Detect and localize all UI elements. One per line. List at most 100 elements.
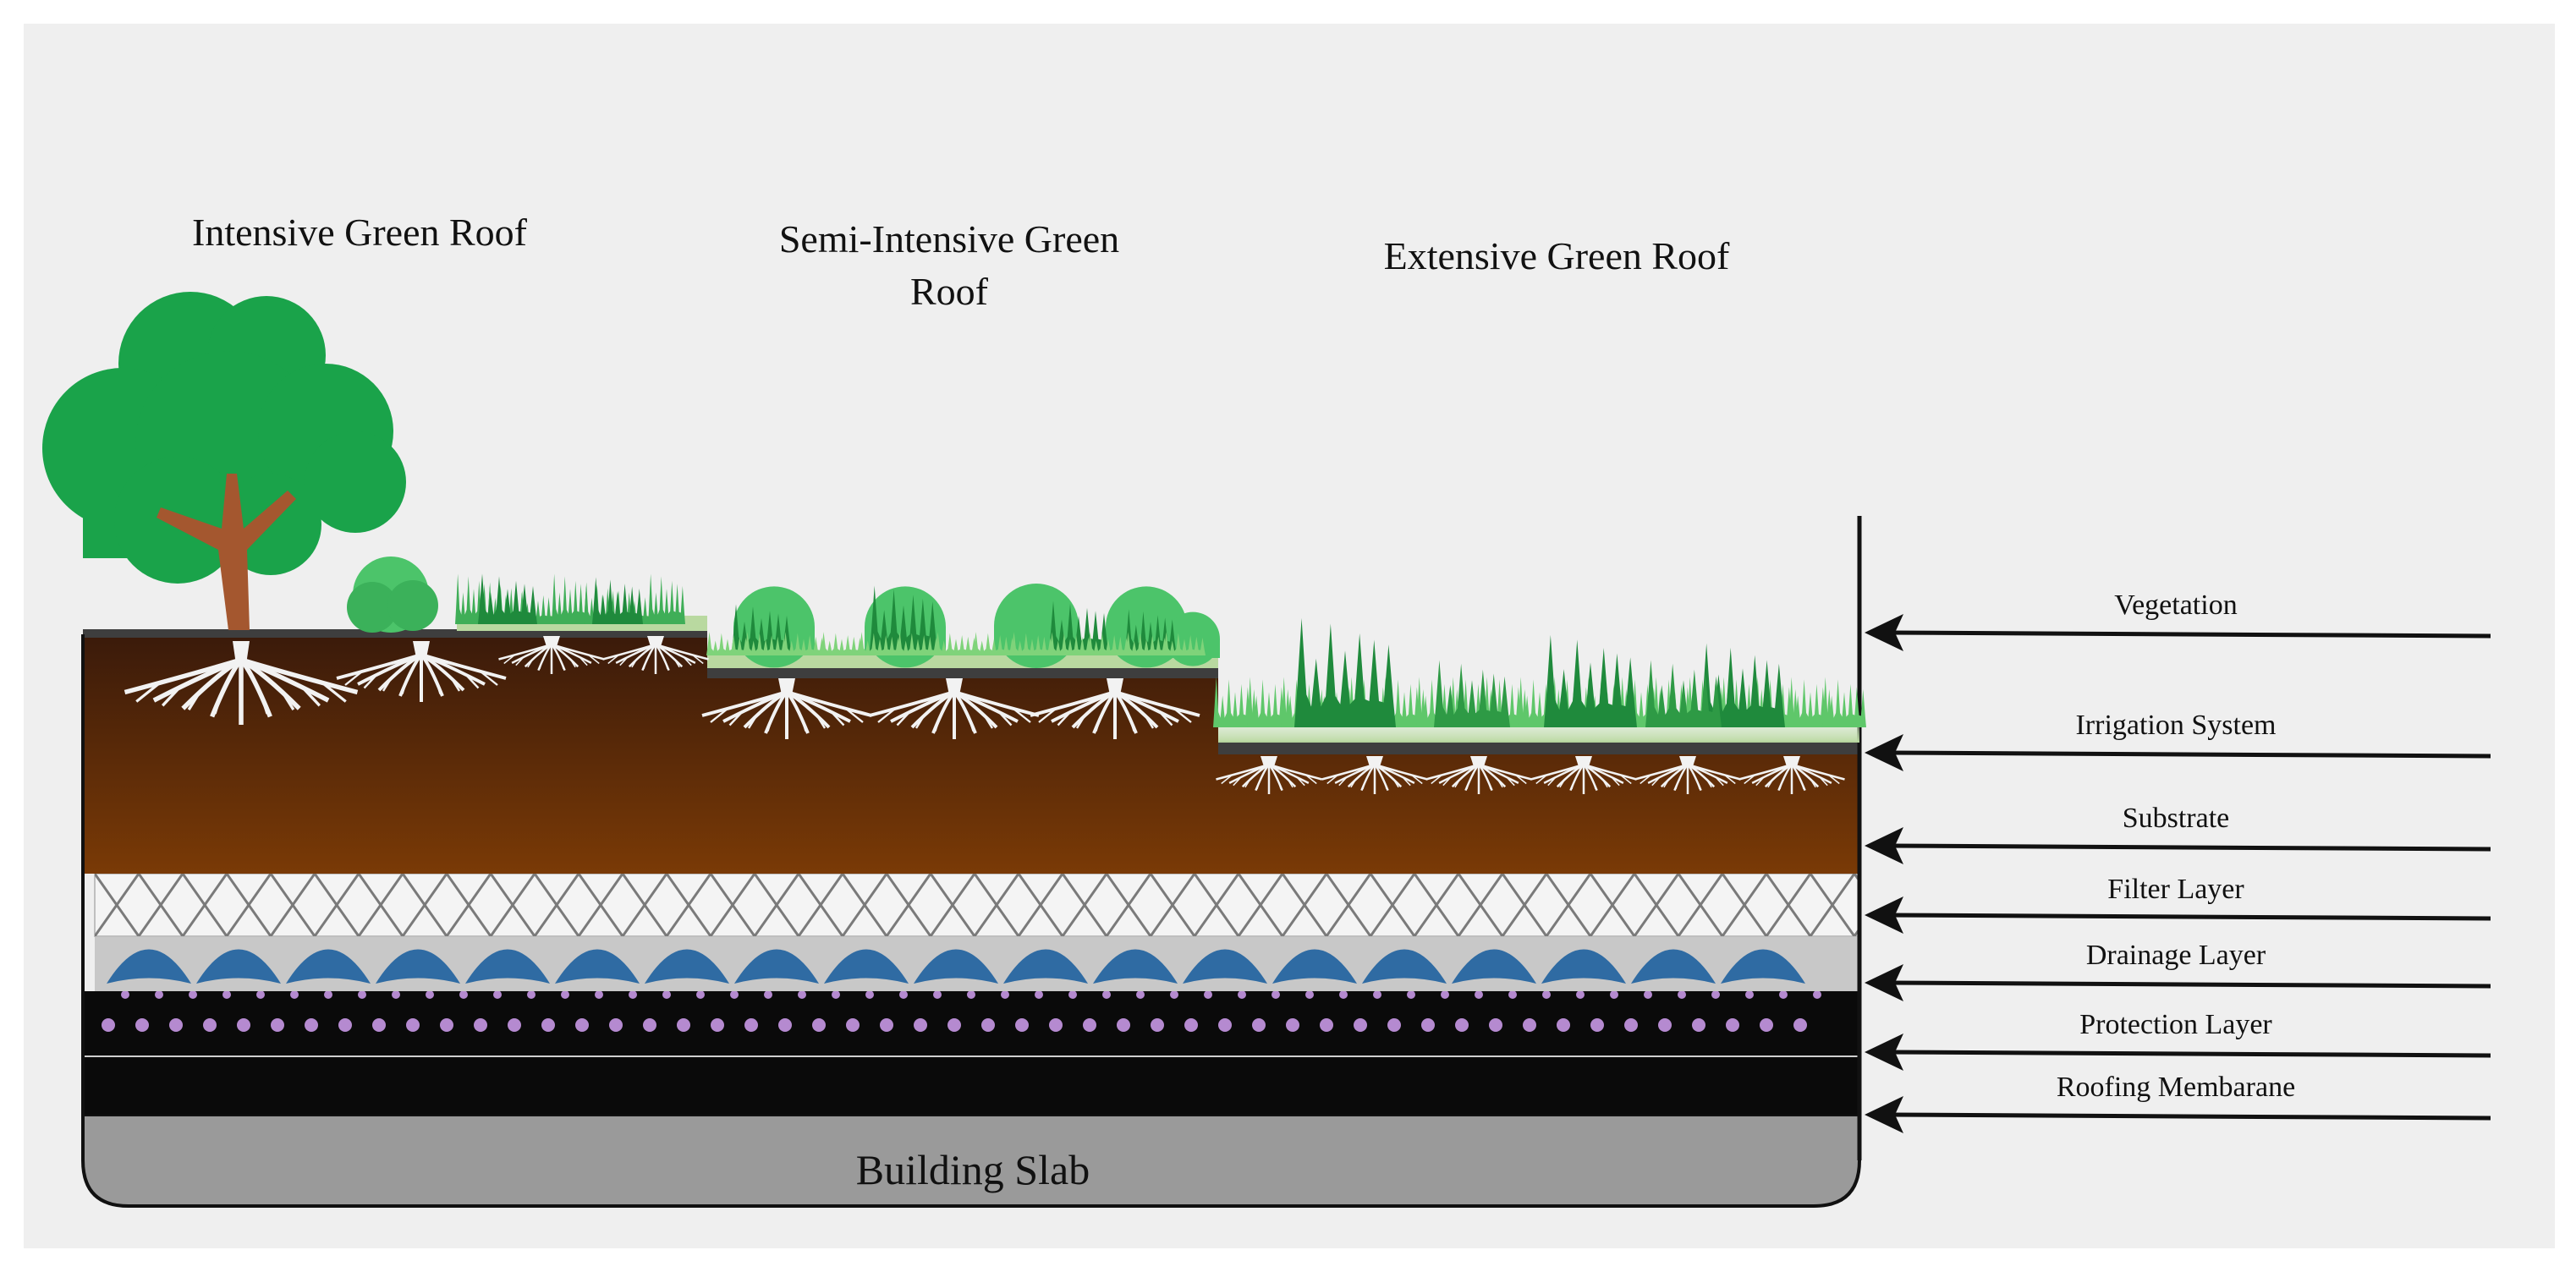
protection-dot (1354, 1018, 1367, 1032)
protection-dot (1117, 1018, 1130, 1032)
root-twig (1724, 774, 1736, 785)
root-twig (915, 714, 926, 729)
grass-tuft-extensive-light (1822, 677, 1866, 727)
root-twig (830, 710, 845, 726)
protection-dot (812, 1018, 826, 1032)
protection-dot (1760, 1018, 1773, 1032)
root-twig (1305, 774, 1317, 785)
protection-dot (1083, 1018, 1096, 1032)
root-twig (588, 654, 600, 665)
root-branch (655, 643, 709, 661)
label-protection: Protection Layer (2079, 1009, 2272, 1040)
root-twig (896, 710, 911, 726)
protection-dot (1441, 990, 1449, 999)
root-twig (1571, 780, 1575, 790)
grass-tuft-semi-dark (870, 585, 937, 651)
vegetation-group (455, 573, 1866, 727)
root-twig (401, 680, 408, 694)
root-twig (1338, 776, 1348, 787)
protection-dot (426, 990, 434, 999)
protection-dot (981, 1018, 995, 1032)
building-slab-label: Building Slab (856, 1146, 1090, 1193)
root-stem (1261, 756, 1277, 767)
drainage-cup (286, 949, 371, 984)
protection-dot (1455, 1018, 1469, 1032)
root-twig (1173, 708, 1192, 723)
root-twig (1800, 780, 1804, 790)
protection-dot (305, 1018, 318, 1032)
protection-dot (1542, 990, 1551, 999)
root-twig (747, 714, 759, 729)
root-twig (480, 671, 498, 686)
root-twig (631, 658, 638, 668)
root-twig (1038, 708, 1057, 723)
roots-group (124, 636, 1845, 794)
protection-dot (440, 1018, 453, 1032)
root-twig (619, 656, 629, 666)
root-twig (710, 708, 728, 723)
protection-dot (1813, 990, 1821, 999)
root-branch (551, 643, 605, 661)
drainage-cup (107, 949, 191, 984)
protection-dot (609, 1018, 623, 1032)
protection-dot (967, 990, 975, 999)
grass-tuft-intensive (552, 573, 589, 624)
root-twig (1651, 776, 1661, 787)
protection-dot (1745, 990, 1754, 999)
root-twig (673, 658, 680, 668)
arrow-head (1865, 827, 1903, 864)
root-stem (647, 636, 664, 647)
root-twig (280, 690, 295, 710)
protection-dot (338, 1018, 352, 1032)
root-cluster-extensive (1216, 756, 1322, 794)
protection-dot (1151, 1018, 1164, 1032)
protection-dot (459, 990, 468, 999)
arrows-group (1865, 614, 2491, 1133)
protection-dot (744, 1018, 758, 1032)
root-twig (1592, 780, 1596, 790)
title-semi-intensive-line2: Roof (910, 270, 989, 313)
root-branch (953, 690, 1040, 717)
drainage-cup (734, 949, 819, 984)
grass-tuft-extensive-mid (1645, 660, 1722, 727)
protection-dot (1489, 1018, 1502, 1032)
root-cluster-grass (602, 636, 709, 674)
protection-dot (527, 990, 536, 999)
protection-dot (1387, 1018, 1401, 1032)
drainage-cup (1631, 949, 1716, 984)
protection-dot (169, 1018, 183, 1032)
root-twig (1431, 774, 1442, 785)
root-twig (1013, 708, 1031, 723)
root-branch (1114, 690, 1200, 717)
root-twig (1755, 776, 1765, 787)
root-twig (692, 654, 704, 665)
protection-dot (1508, 990, 1517, 999)
grass-tuft-intensive-dark (478, 573, 537, 624)
drainage-cup (1452, 949, 1536, 984)
grass-tuft-semi-light (821, 632, 863, 655)
grass-tuft-semi-dark (1125, 609, 1176, 651)
irrigation-strip-semi (707, 666, 1218, 678)
protection-dot (392, 990, 400, 999)
root-stem (413, 641, 430, 658)
root-cluster-semi (869, 678, 1040, 739)
layer-labels: Vegetation Irrigation System Substrate F… (2057, 589, 2295, 1103)
grass-tuft-extensive-mid (1434, 660, 1510, 727)
root-twig (1535, 774, 1547, 785)
root-twig (363, 673, 378, 689)
protection-dot (189, 990, 197, 999)
label-filter: Filter Layer (2107, 874, 2244, 905)
protection-dot (1658, 1018, 1672, 1032)
label-vegetation: Vegetation (2114, 589, 2237, 621)
protection-dot (203, 1018, 217, 1032)
root-twig (1497, 778, 1503, 788)
drainage-cup (1362, 949, 1447, 984)
arrow-head (1865, 614, 1903, 651)
protection-dot (1692, 1018, 1705, 1032)
root-twig (1256, 780, 1261, 790)
root-cluster-grass (498, 636, 605, 674)
arrow-head (1865, 964, 1903, 1001)
root-twig (1129, 717, 1135, 732)
root-twig (135, 682, 161, 703)
root-twig (1411, 774, 1423, 785)
